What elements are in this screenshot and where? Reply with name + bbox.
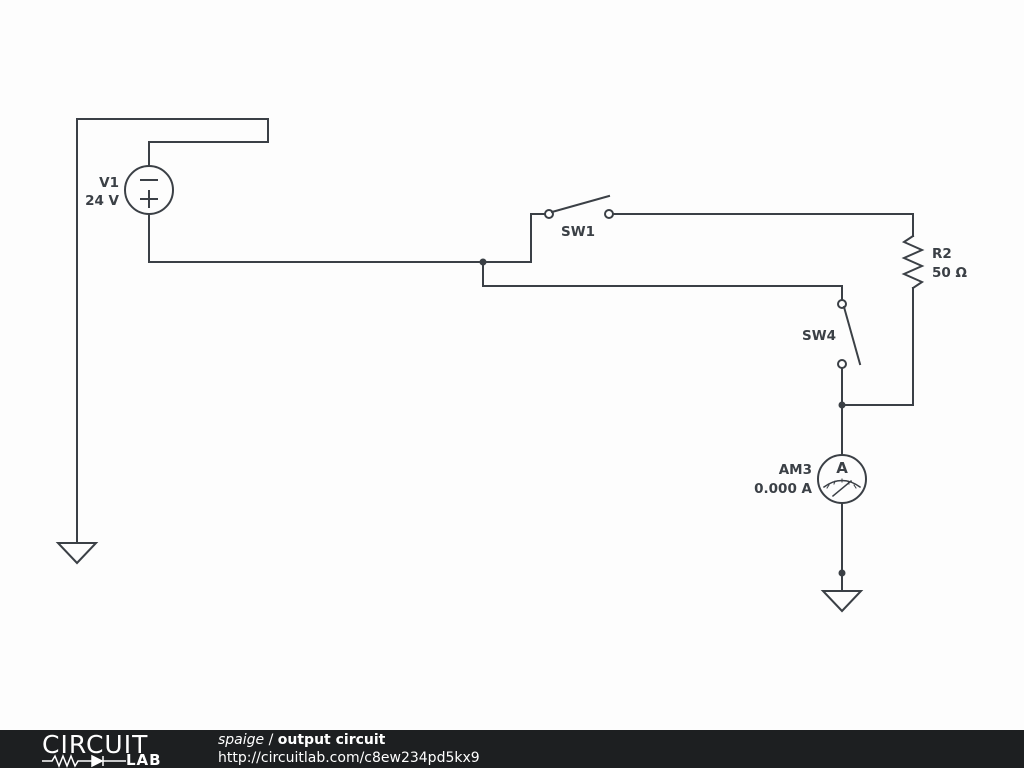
v1-source-symbol (124, 165, 174, 215)
wire-left-ground (76, 118, 269, 544)
am3-meter-letter: A (836, 459, 848, 477)
sw4-name-label: SW4 (802, 328, 836, 344)
logo-resistor-diode-icon (42, 754, 126, 768)
circuit-url-link[interactable]: http://circuitlab.com/c8ew234pd5kx9 (218, 750, 480, 766)
v1-value-label: 24 V (85, 193, 119, 209)
schematic-canvas: A V1 24 V SW1 R2 50 Ω SW4 AM3 0.000 A (55, 118, 968, 613)
ground-left-icon (55, 542, 99, 565)
sw1-switch-symbol (544, 194, 614, 219)
wire-v1-bottom (148, 213, 484, 263)
v1-name-label: V1 (99, 175, 119, 191)
byline-separator: / (264, 732, 278, 748)
circuitlab-logo[interactable]: CIRCUIT LAB (42, 732, 182, 768)
wire-sw1-r2 (608, 213, 914, 237)
ground-right-icon (820, 590, 864, 613)
am3-ammeter-symbol (817, 454, 867, 504)
wire-r2-node (841, 287, 914, 406)
junction-node-dot (838, 569, 846, 577)
wire-junction-sw1 (482, 213, 550, 263)
wire-v1-top (148, 141, 269, 167)
junction-node-dot (479, 258, 487, 266)
r2-value-label: 50 Ω (932, 265, 967, 281)
junction-node-dot (838, 401, 846, 409)
circuit-title-link[interactable]: output circuit (277, 732, 386, 748)
logo-wordmark-bottom: LAB (126, 751, 162, 769)
author-link[interactable]: spaige (218, 732, 265, 748)
sw1-name-label: SW1 (561, 224, 595, 240)
sw4-switch-symbol (837, 299, 862, 369)
schematic-diagram: A V1 24 V SW1 R2 50 Ω SW4 AM3 0.000 A (55, 118, 967, 613)
circuit-meta: spaige / output circuit http://circuitla… (218, 731, 480, 767)
r2-resistor-symbol (901, 234, 925, 290)
wire-junction-sw4 (482, 261, 843, 305)
r2-name-label: R2 (932, 246, 952, 262)
am3-name-label: AM3 (779, 462, 812, 478)
circuit-byline: spaige / output circuit (218, 731, 480, 749)
footer-bar: CIRCUIT LAB spaige / output circuit http… (0, 730, 1024, 768)
am3-value-label: 0.000 A (754, 481, 812, 497)
logo-wordmark-top: CIRCUIT (42, 730, 149, 759)
